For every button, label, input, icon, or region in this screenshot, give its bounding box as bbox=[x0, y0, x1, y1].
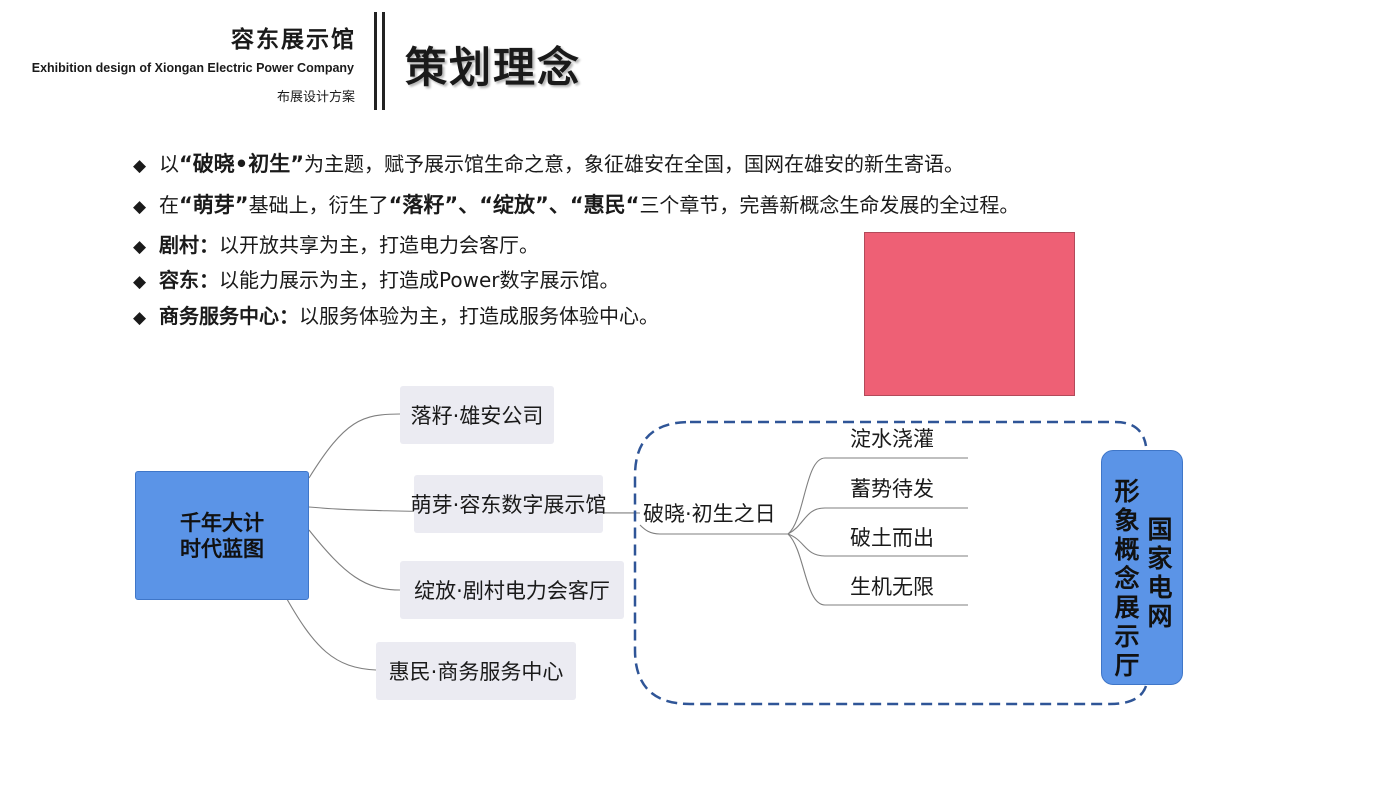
hall-node: 国家电网 形象概念展示厅 bbox=[1101, 450, 1183, 685]
diamond-bullet-icon: ◆ bbox=[133, 197, 147, 217]
bullet-theme: ◆以“破晓•初生”为主题，赋予展示馆生命之意，象征雄安在全国，国网在雄安的新生寄… bbox=[133, 152, 965, 176]
header-subtitle: 布展设计方案 bbox=[276, 90, 355, 105]
header-english-subtitle: Exhibition design of Xiongan Electric Po… bbox=[31, 61, 354, 75]
diamond-bullet-icon: ◆ bbox=[133, 237, 147, 257]
connector-center-sub4 bbox=[787, 533, 968, 606]
connector-center-sub3 bbox=[787, 533, 968, 557]
branch-mengya: 萌芽·容东数字展示馆 bbox=[411, 475, 606, 533]
page-title: 策划理念 bbox=[405, 43, 582, 92]
bullet-chapters: ◆在“萌芽”基础上，衍生了“落籽”、“绽放”、“惠民“三个章节，完善新概念生命发… bbox=[133, 193, 1020, 217]
subitem-2: 蓄势待发 bbox=[850, 477, 934, 501]
header-title: 容东展示馆 bbox=[231, 27, 356, 53]
root-node: 千年大计 时代蓝图 bbox=[135, 471, 309, 600]
header-divider-right bbox=[382, 12, 385, 110]
diamond-bullet-icon: ◆ bbox=[133, 156, 147, 176]
connector-center-sub1 bbox=[787, 457, 968, 535]
connector-root-luozi bbox=[308, 413, 401, 479]
center-topic: 破晓·初生之日 bbox=[643, 502, 776, 526]
bullet-rongdong: ◆容东：以能力展示为主，打造成Power数字展示馆。 bbox=[133, 268, 620, 292]
diamond-bullet-icon: ◆ bbox=[133, 308, 147, 328]
bullet-jucun: ◆剧村：以开放共享为主，打造电力会客厅。 bbox=[133, 233, 539, 257]
subitem-4: 生机无限 bbox=[850, 575, 934, 599]
pink-image-block bbox=[864, 232, 1075, 396]
branch-huimin: 惠民·商务服务中心 bbox=[376, 642, 576, 700]
hall-label-state-grid: 国家电网 bbox=[1147, 515, 1173, 631]
subitem-3: 破土而出 bbox=[850, 526, 934, 550]
hall-label-concept-hall: 形象概念展示厅 bbox=[1114, 477, 1140, 680]
dashed-group-outline bbox=[633, 420, 1148, 706]
bullet-business-center: ◆商务服务中心：以服务体验为主，打造成服务体验中心。 bbox=[133, 304, 659, 328]
connector-root-huimin bbox=[282, 591, 377, 671]
header-divider-left bbox=[374, 12, 377, 110]
connector-root-zhanfang bbox=[308, 529, 401, 591]
connector-center-sub2 bbox=[787, 507, 968, 535]
diamond-bullet-icon: ◆ bbox=[133, 272, 147, 292]
connector-mengya-center bbox=[639, 524, 788, 535]
subitem-1: 淀水浇灌 bbox=[850, 427, 934, 451]
branch-luozi: 落籽·雄安公司 bbox=[400, 386, 554, 444]
branch-zhanfang: 绽放·剧村电力会客厅 bbox=[400, 561, 624, 619]
